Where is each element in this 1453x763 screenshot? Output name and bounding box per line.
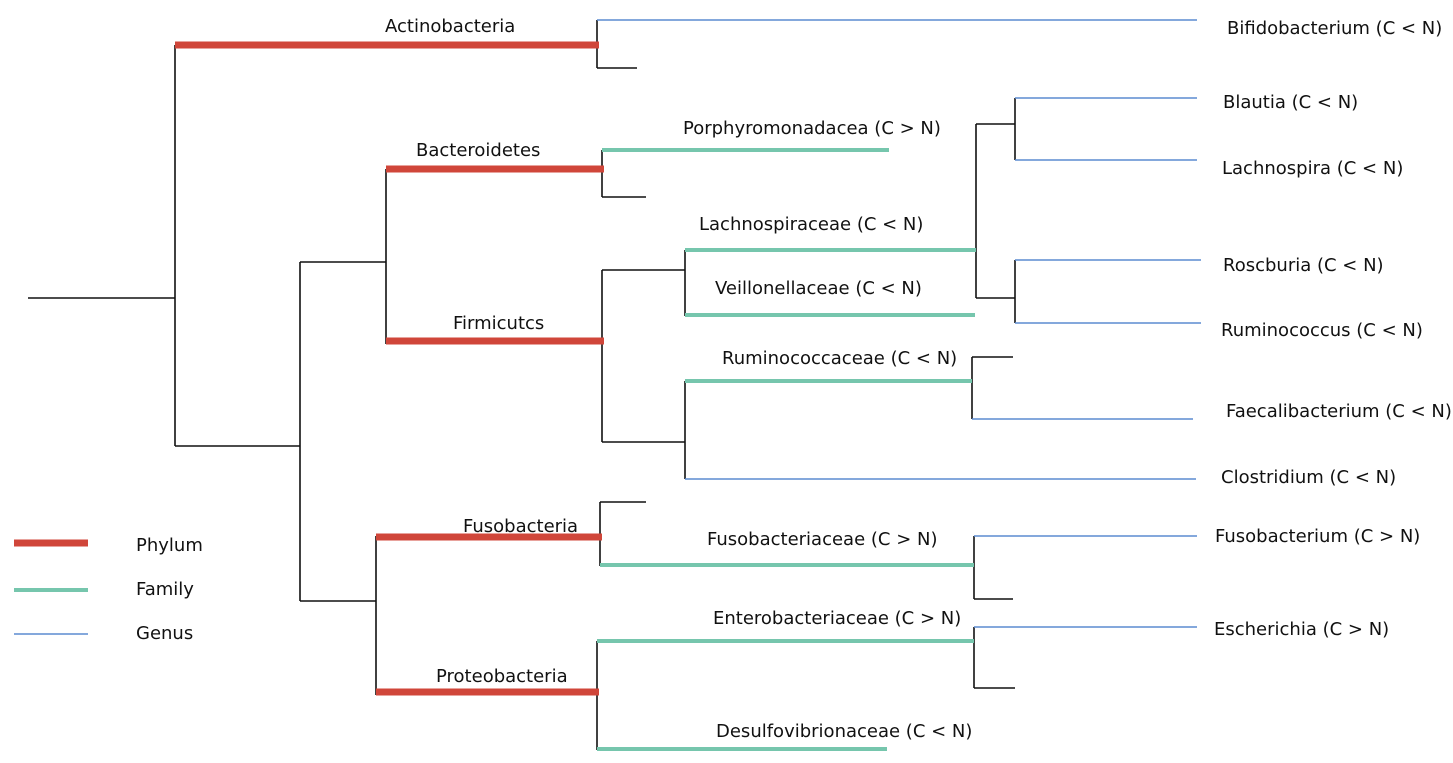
label-enterobacteriaceae: Enterobacteriaceae (C > N) (713, 608, 961, 629)
legend-family-label: Family (136, 579, 194, 600)
family-branches (597, 148, 976, 751)
label-desulfovibrionaceae: Desulfovibrionaceae (C < N) (716, 721, 972, 742)
label-firmicutes: Firmicutcs (453, 313, 544, 334)
label-blautia: Blautia (C < N) (1223, 92, 1358, 113)
label-actinobacteria: Actinobacteria (385, 16, 515, 37)
legend-phylum-label: Phylum (136, 535, 203, 556)
label-bifidobacterium: Bifidobacterium (C < N) (1227, 18, 1442, 39)
label-escherichia: Escherichia (C > N) (1214, 619, 1389, 640)
family-labels: Porphyromonadacea (C > N) Lachnospiracea… (683, 118, 972, 742)
label-clostridium: Clostridium (C < N) (1221, 467, 1396, 488)
label-veillonellaceae: Veillonellaceae (C < N) (715, 278, 922, 299)
label-fusobacteria: Fusobacteria (463, 516, 578, 537)
label-porphyromonadacea: Porphyromonadacea (C > N) (683, 118, 941, 139)
label-faecalibacterium: Faecalibacterium (C < N) (1226, 401, 1452, 422)
genus-branches (597, 19, 1201, 628)
label-ruminococcaceae: Ruminococcaceae (C < N) (722, 348, 957, 369)
genus-labels: Bifidobacterium (C < N) Blautia (C < N) … (1214, 18, 1452, 640)
label-lachnospiraceae: Lachnospiraceae (C < N) (699, 214, 923, 235)
label-proteobacteria: Proteobacteria (436, 666, 568, 687)
label-fusobacterium: Fusobacterium (C > N) (1215, 526, 1420, 547)
label-fusobacteriaceae: Fusobacteriaceae (C > N) (707, 529, 937, 550)
legend: Phylum Family Genus (14, 535, 203, 644)
label-roseburia: Roscburia (C < N) (1223, 255, 1384, 276)
legend-genus-label: Genus (136, 623, 193, 644)
label-lachnospira: Lachnospira (C < N) (1222, 158, 1403, 179)
label-bacteroidetes: Bacteroidetes (416, 140, 540, 161)
phylum-branches (175, 41, 604, 696)
phylum-labels: Actinobacteria Bacteroidetes Firmicutcs … (385, 16, 578, 687)
label-ruminococcus: Ruminococcus (C < N) (1221, 320, 1423, 341)
